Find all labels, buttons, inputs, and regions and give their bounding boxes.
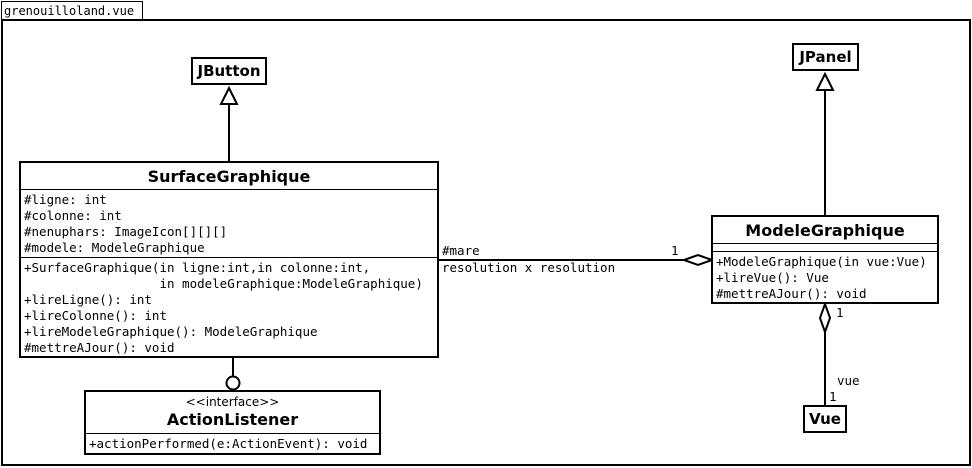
package-frame bbox=[1, 19, 971, 466]
operations-compartment: +ModeleGraphique(in vue:Vue) +lireVue():… bbox=[713, 252, 937, 304]
class-name: Vue bbox=[809, 410, 841, 428]
vue-multiplicity-top-label: 1 bbox=[836, 305, 844, 320]
operation: +lireColonne(): int bbox=[24, 308, 167, 323]
class-name: SurfaceGraphique bbox=[21, 163, 437, 190]
attribute: #ligne: int bbox=[24, 192, 107, 207]
generalization-arrow-jbutton bbox=[219, 85, 239, 105]
package-tab: grenouilloland.vue bbox=[1, 1, 143, 19]
class-name: JPanel bbox=[799, 48, 852, 66]
operation: +lireLigne(): int bbox=[24, 292, 152, 307]
attribute: #colonne: int bbox=[24, 208, 122, 223]
mare-role-label: #mare bbox=[442, 243, 480, 258]
operation: +SurfaceGraphique(in ligne:int,in colonn… bbox=[24, 260, 371, 275]
attribute: #nenuphars: ImageIcon[][][] bbox=[24, 224, 228, 239]
attribute: #modele: ModeleGraphique bbox=[24, 240, 205, 255]
class-jbutton[interactable]: JButton bbox=[191, 57, 267, 85]
vue-multiplicity-bottom-label: 1 bbox=[829, 389, 837, 404]
class-vue[interactable]: Vue bbox=[803, 405, 847, 433]
interface-lollipop bbox=[225, 375, 241, 391]
class-name: ActionListener bbox=[166, 410, 299, 429]
stereotype: <<interface>> bbox=[185, 395, 280, 409]
interface-header: <<interface>> ActionListener bbox=[86, 392, 379, 434]
operation: +lireModeleGraphique(): ModeleGraphique bbox=[24, 324, 318, 339]
mare-aggregation-diamond bbox=[681, 253, 715, 267]
class-name: ModeleGraphique bbox=[713, 217, 937, 244]
operation: #mettreAJour(): void bbox=[716, 286, 867, 301]
attributes-compartment bbox=[713, 244, 937, 252]
operation: #mettreAJour(): void bbox=[24, 340, 175, 355]
operation: +ModeleGraphique(in vue:Vue) bbox=[716, 254, 927, 269]
operations-compartment: +actionPerformed(e:ActionEvent): void bbox=[86, 434, 379, 454]
interface-action-listener[interactable]: <<interface>> ActionListener +actionPerf… bbox=[84, 390, 381, 455]
operations-compartment: +SurfaceGraphique(in ligne:int,in colonn… bbox=[21, 258, 437, 358]
operation: +lireVue(): Vue bbox=[716, 270, 829, 285]
class-jpanel[interactable]: JPanel bbox=[792, 43, 859, 71]
class-modele-graphique[interactable]: ModeleGraphique +ModeleGraphique(in vue:… bbox=[711, 215, 939, 304]
vue-aggregation-diamond bbox=[818, 301, 832, 335]
class-surface-graphique[interactable]: SurfaceGraphique #ligne: int #colonne: i… bbox=[19, 161, 439, 358]
mare-multiplicity-label: 1 bbox=[671, 243, 679, 258]
generalization-arrow-jpanel bbox=[815, 71, 835, 91]
class-name: JButton bbox=[197, 62, 261, 80]
mare-qualifier-label: resolution x resolution bbox=[442, 260, 616, 275]
operation: +actionPerformed(e:ActionEvent): void bbox=[89, 436, 368, 451]
vue-role-label: vue bbox=[837, 373, 860, 388]
operation: in modeleGraphique:ModeleGraphique) bbox=[24, 276, 423, 291]
attributes-compartment: #ligne: int #colonne: int #nenuphars: Im… bbox=[21, 190, 437, 258]
